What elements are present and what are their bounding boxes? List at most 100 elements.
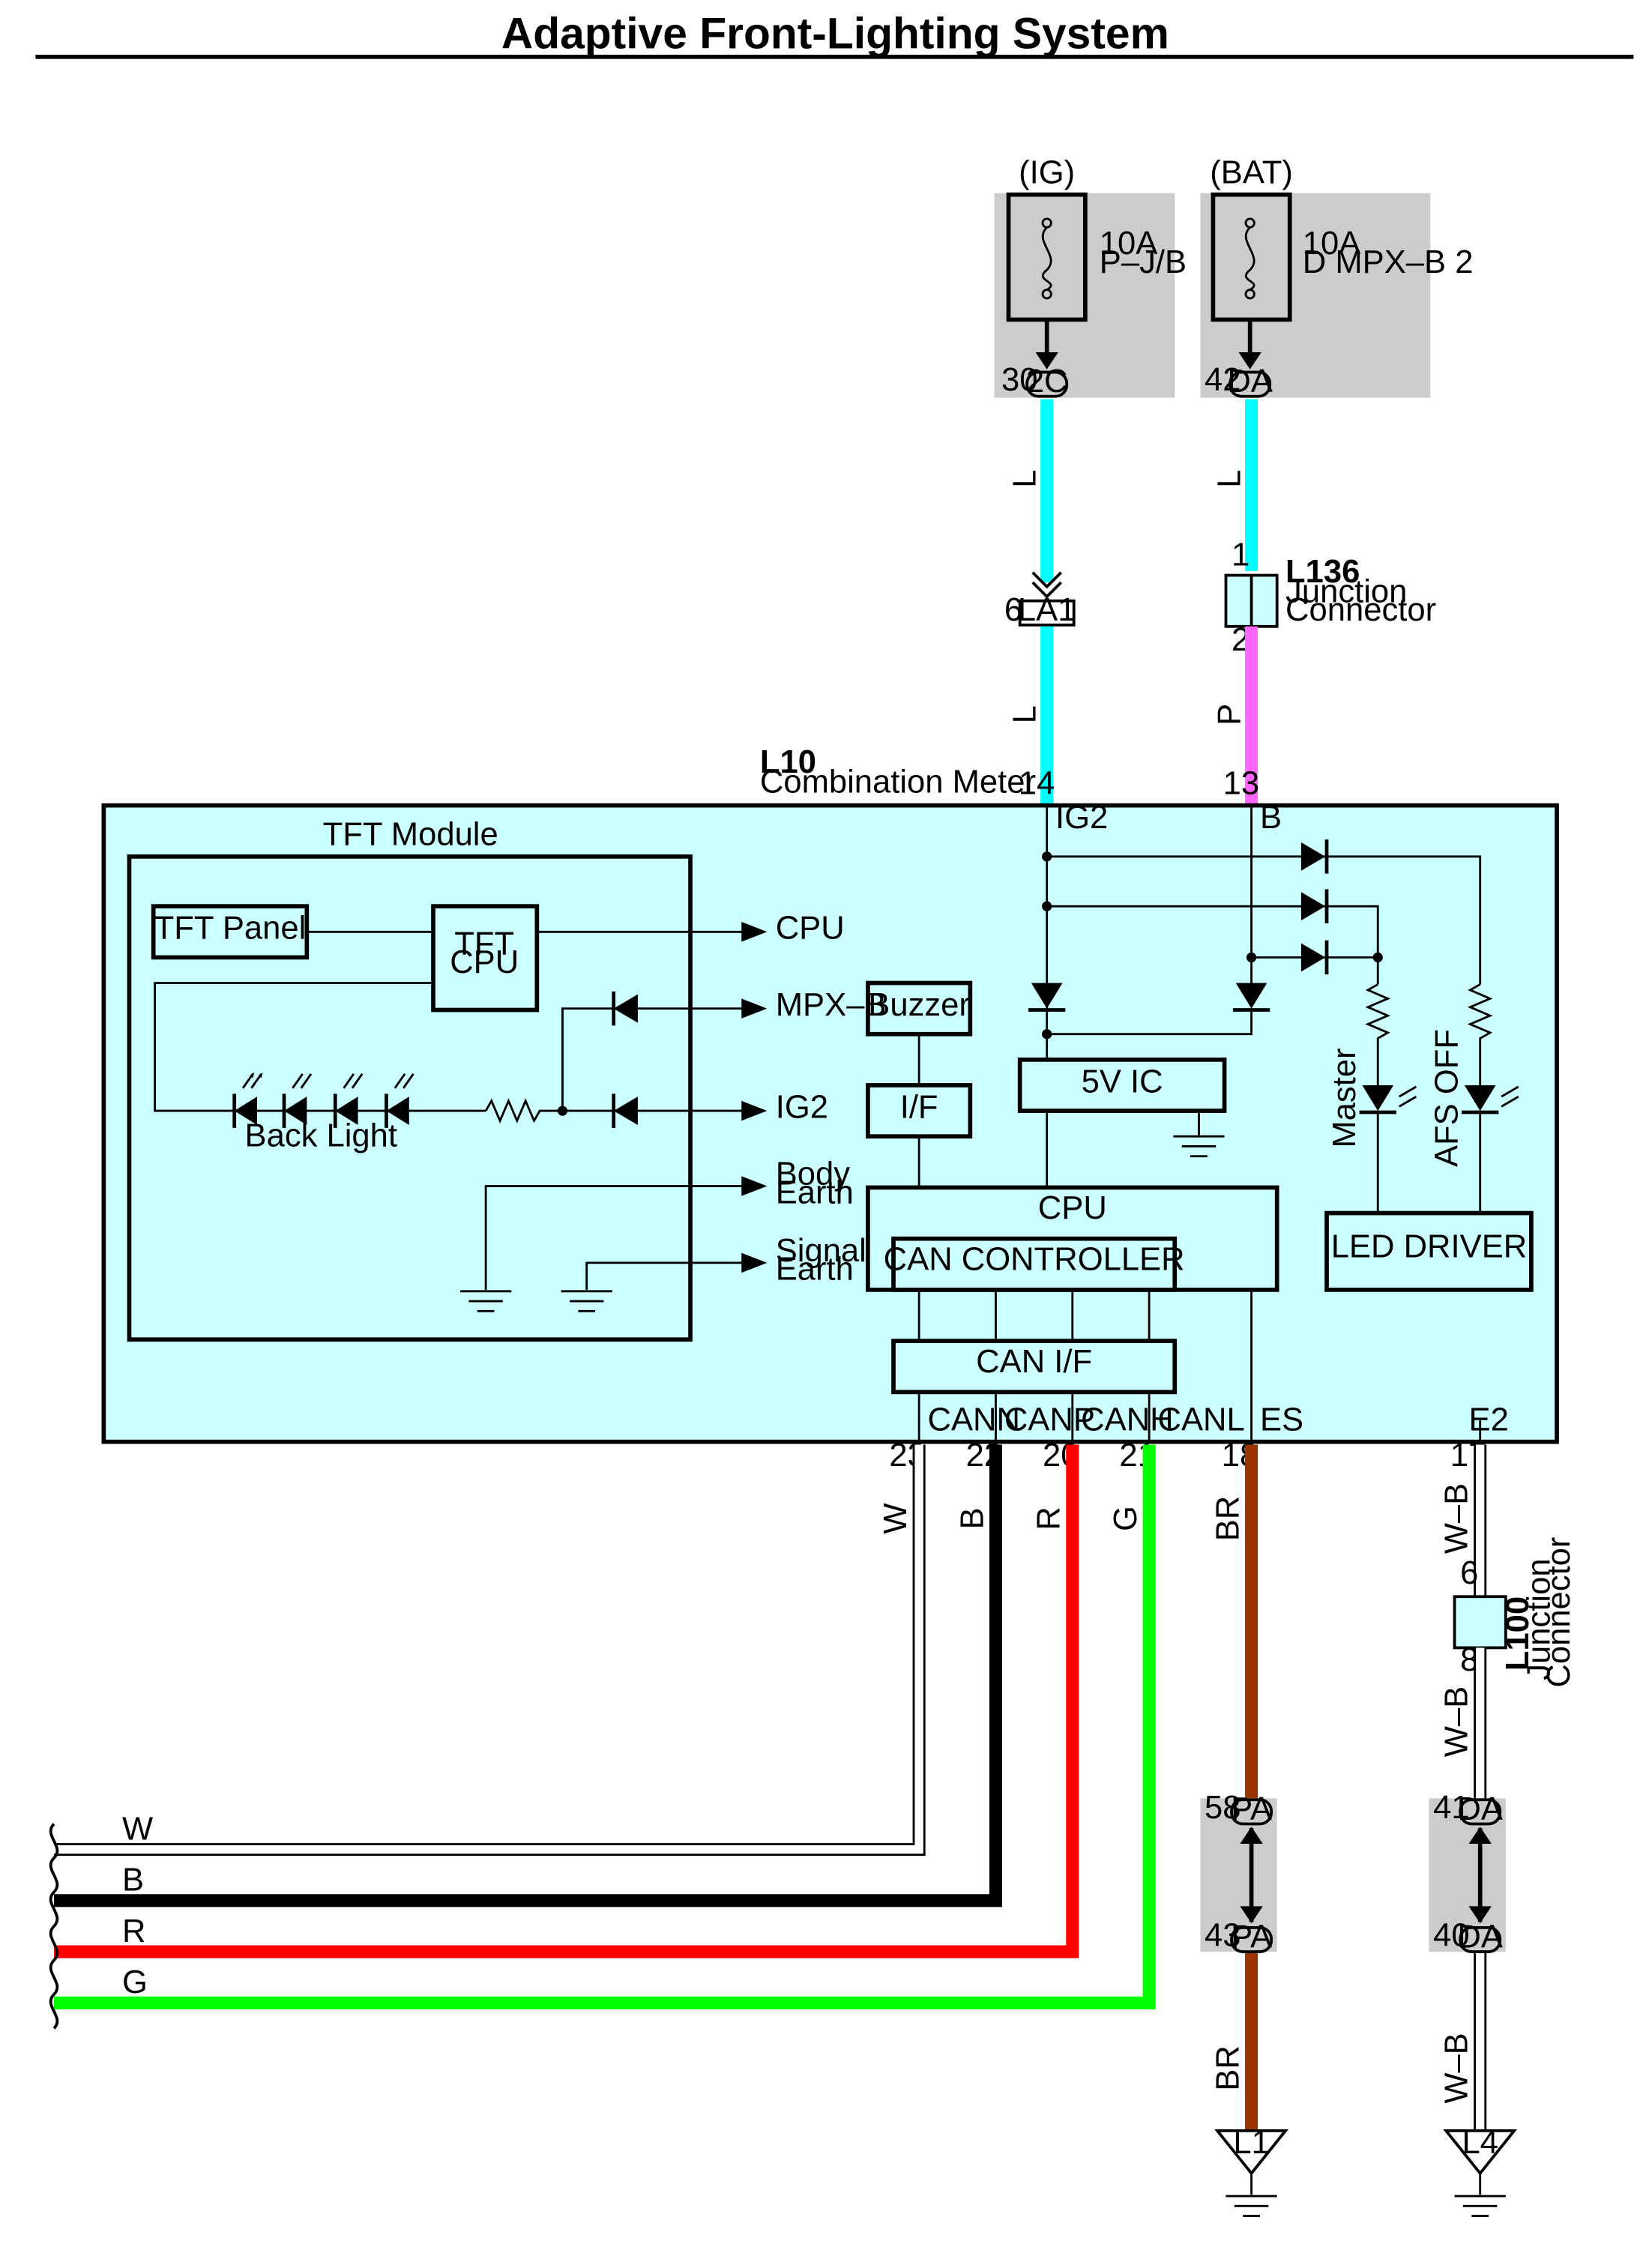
fuse-bat-name: D MPX–B 2 [1303, 244, 1474, 280]
backlight-led-3-icon [335, 1097, 358, 1126]
tft-module-box [127, 854, 693, 1342]
body-earth-label-1: Body [776, 1156, 851, 1192]
tft-panel-label: TFT Panel [154, 911, 307, 947]
terminal-ig2-label: IG2 [1055, 800, 1108, 836]
da-lower-connector-top [1459, 1798, 1502, 1826]
l136-line1: Junction [1285, 574, 1407, 610]
wire-label-l-top: L [1007, 470, 1043, 488]
diode-afs-icon [1300, 842, 1326, 871]
backlight-resistor-icon [484, 1098, 563, 1123]
pa-arrow-down [1240, 1906, 1263, 1924]
master-label: Master [1327, 1048, 1363, 1147]
junction-b-1 [1246, 952, 1257, 963]
tft-cpu-line1: TFT [454, 926, 514, 962]
left-wire-label-b: B [122, 1863, 144, 1898]
terminal-cann-label: CANN [927, 1402, 1019, 1438]
l136-line2: Connector [1285, 592, 1436, 628]
diode-master-ig2-icon [1300, 892, 1326, 921]
meter-code: L10 [760, 744, 816, 780]
afs-led-icon [1464, 1085, 1496, 1112]
wire-label-p: P [1211, 704, 1247, 726]
cpu-label: CPU [1038, 1190, 1107, 1226]
wire-label-r: R [1031, 1506, 1067, 1530]
fuse-bat-arrow [1238, 352, 1261, 370]
wire-label-w: W [878, 1503, 914, 1533]
body-ground-icon [460, 1290, 512, 1312]
can-bus-lines [917, 1289, 1151, 1342]
mpxb-diode-icon [613, 994, 638, 1023]
meter-pin-b: 13 [1223, 765, 1259, 801]
diode-master-b-icon [1300, 943, 1326, 972]
fuse-bat-term-bottom [1244, 289, 1255, 300]
page-title: Adaptive Front-Lighting System [501, 9, 1169, 58]
ground-l1-label: L1 [1233, 2125, 1269, 2161]
terminal-e2-label: E2 [1469, 1402, 1509, 1438]
da-lower-arrow-down [1468, 1906, 1492, 1924]
fuse-ig-pin: 30 [1001, 362, 1037, 398]
da-lower-connector-bottom-label: DA [1457, 1919, 1503, 1955]
wire-b [54, 1444, 1002, 1907]
wire-break-icon [49, 1823, 59, 2030]
tft-cpu-line2: CPU [450, 944, 519, 980]
l100-line1: Junction [1522, 1558, 1558, 1680]
can-if-block [891, 1339, 1178, 1395]
wire-w [54, 1444, 926, 1857]
arrow-signal-earth [741, 1252, 768, 1273]
terminal-b-label: B [1260, 800, 1282, 836]
l100-pin-top: 6 [1460, 1555, 1478, 1591]
signal-earth-label-1: Signal [776, 1233, 866, 1269]
b-to-ic [1046, 1010, 1253, 1036]
fuse-bat-connector [1229, 370, 1272, 398]
pa-connector-top [1230, 1798, 1273, 1826]
backlight-return [154, 982, 434, 1112]
da-lower-connector-bottom [1459, 1925, 1502, 1953]
fuse-bat-element [1244, 226, 1255, 291]
diode-ig2-ic-icon [1031, 983, 1063, 1009]
la1-label: LA1 [1018, 592, 1076, 628]
wire-label-wb-2: W–B [1439, 1686, 1475, 1757]
wire-label-g: G [1108, 1506, 1144, 1531]
arrow-cpu-out [741, 922, 768, 942]
wire-label-b: B [954, 1507, 990, 1529]
fuse-ig-rating: 10A [1100, 226, 1158, 262]
led-driver-label: LED DRIVER [1331, 1228, 1528, 1264]
l100-connector [1453, 1595, 1507, 1650]
can-if-label: CAN I/F [976, 1344, 1092, 1380]
fuse-bat-pin: 42 [1205, 362, 1240, 398]
wire-label-wb-3: W–B [1439, 2033, 1475, 2103]
arrow-ig2 [741, 1100, 768, 1121]
afs-off-feed [1046, 855, 1482, 985]
wire-label-br-2: BR [1211, 2045, 1246, 2091]
tft-out-cpu-label: CPU [776, 911, 845, 947]
pa-connector-bottom [1230, 1925, 1273, 1953]
ic-ground-icon [1173, 1135, 1225, 1158]
fuse-bat-source: (BAT) [1210, 154, 1293, 190]
wire-w-fill [54, 1444, 923, 1854]
fuse-ig-arrow [1035, 352, 1058, 370]
backlight-led-1-icon [234, 1097, 258, 1126]
terminal-canh-label: CANH [1081, 1402, 1173, 1438]
backlight-led-4-icon [386, 1097, 409, 1126]
afs-led-rays [1501, 1085, 1519, 1108]
body-earth-line [484, 1185, 765, 1290]
fuse-bat-connector-label: DA [1227, 364, 1273, 399]
backlight-led-2-icon [284, 1097, 307, 1126]
master-led-icon [1362, 1085, 1394, 1112]
signal-earth-line [585, 1261, 765, 1290]
mpxb-branch [561, 1007, 765, 1112]
ground-l4-label: L4 [1462, 2125, 1498, 2161]
terminal-canl-label: CANL [1158, 1402, 1245, 1438]
afs-off-label: AFS OFF [1429, 1029, 1465, 1167]
left-wire-label-g: G [122, 1964, 148, 2000]
can-controller-block [891, 1236, 1178, 1292]
meter-name: Combination Meter [760, 764, 1036, 800]
buzzer-label: Buzzer [868, 987, 970, 1023]
left-wire-label-w: W [122, 1811, 153, 1847]
pa-arrow-up [1240, 1827, 1263, 1845]
meter-pin-ig2: 14 [1019, 765, 1055, 801]
arrow-mpxb [741, 998, 768, 1019]
led-driver-block [1324, 1210, 1534, 1292]
back-light-label: Back Light [245, 1118, 397, 1153]
diode-b-ic-icon [1235, 983, 1267, 1009]
